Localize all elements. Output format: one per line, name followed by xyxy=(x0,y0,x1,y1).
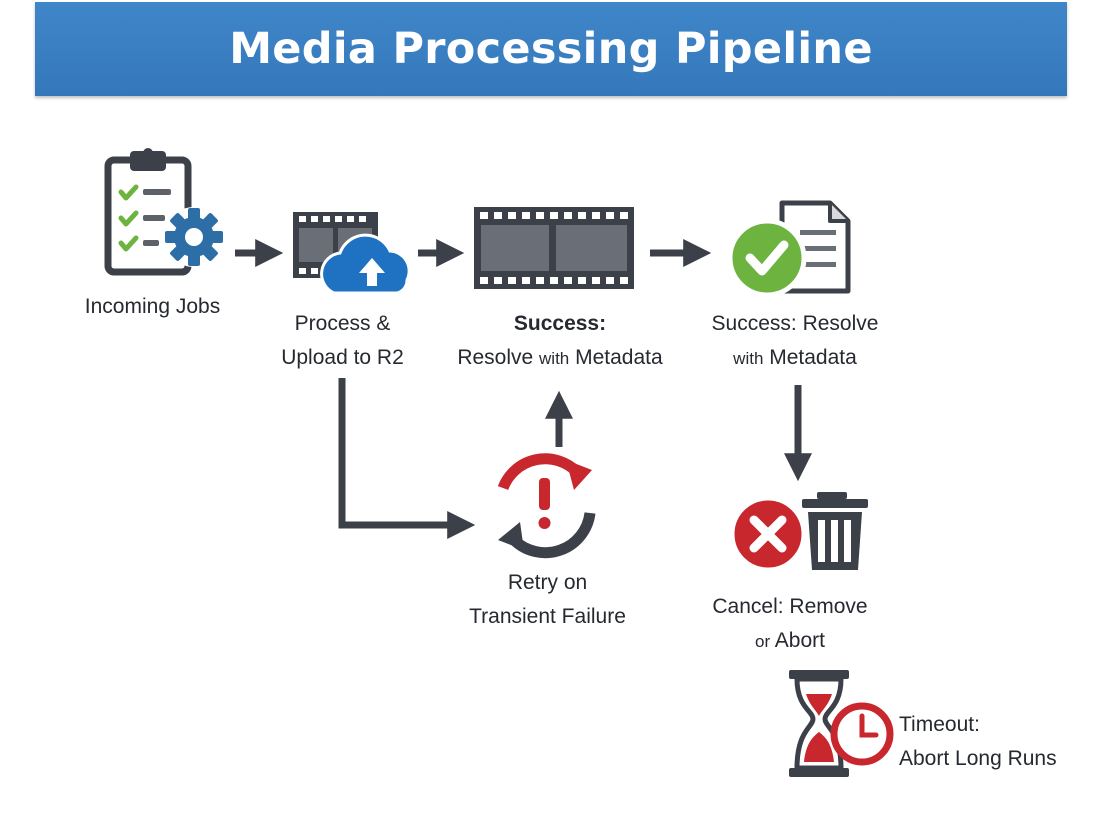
process-upload-label: Process & Upload to R2 xyxy=(281,312,404,369)
success-resolve-label: Success: Resolve with Metadata xyxy=(711,312,879,369)
checkmark-document-icon xyxy=(727,200,851,298)
retry-failure-label: Retry on Transient Failure xyxy=(469,571,626,628)
connectors xyxy=(235,239,812,539)
cancel-remove-label: Cancel: Remove or Abort xyxy=(712,595,868,652)
success-metadata-label: Success: Resolve with Metadata xyxy=(457,312,663,369)
hourglass-clock-icon xyxy=(789,670,894,777)
title-banner: Media Processing Pipeline xyxy=(35,2,1067,96)
timeout-label: Timeout: Abort Long Runs xyxy=(899,713,1057,770)
film-cloud-upload-icon xyxy=(293,212,411,295)
incoming-jobs-label: Incoming Jobs xyxy=(84,295,221,318)
clipboard-gear-icon xyxy=(104,148,224,276)
cancel-trash-icon xyxy=(729,492,868,573)
filmstrip-icon xyxy=(474,207,634,289)
retry-alert-icon xyxy=(497,453,596,559)
arrow-process-to-retry xyxy=(338,378,476,539)
page-title: Media Processing Pipeline xyxy=(229,24,873,74)
